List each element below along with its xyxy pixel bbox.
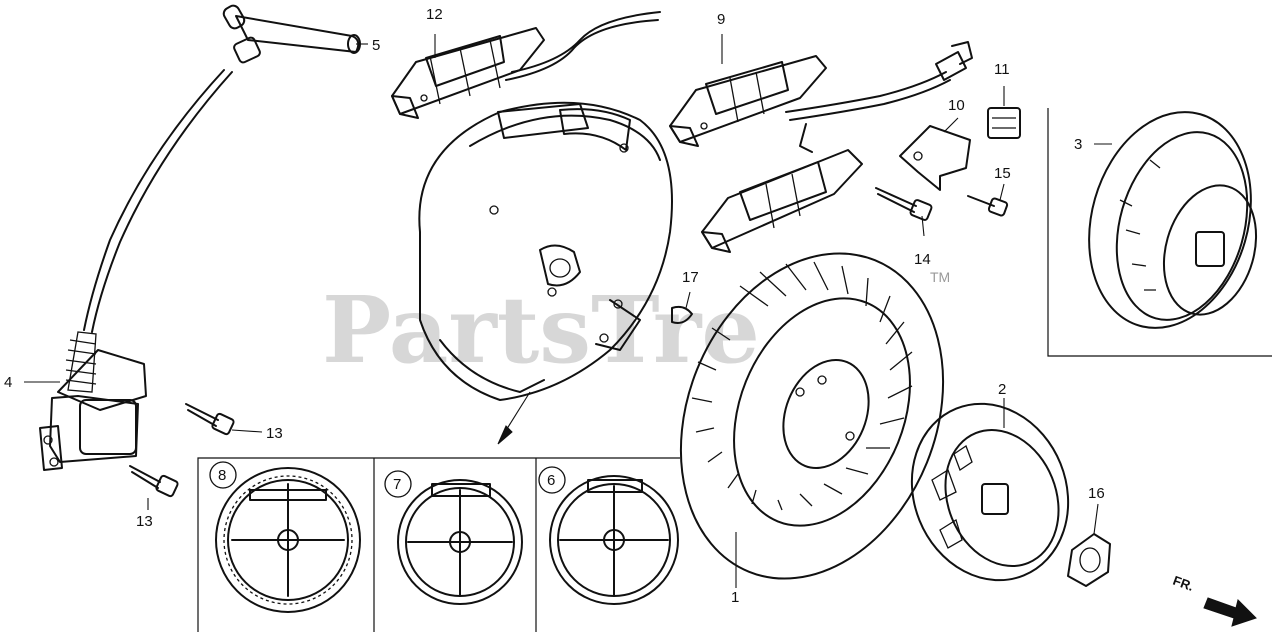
screw-15 (967, 195, 1009, 217)
callout-9: 9 (717, 11, 725, 28)
watermark-text: PartsTre (322, 276, 760, 384)
panel-7-starter-cup (384, 470, 523, 605)
flywheel-nut (1067, 533, 1111, 587)
charge-coil (669, 41, 973, 147)
bolt-14 (875, 187, 933, 221)
front-direction-arrow-icon (1203, 597, 1257, 627)
clip-11 (987, 107, 1021, 139)
callout-11: 11 (994, 61, 1010, 78)
exciter-coil (701, 123, 863, 253)
callout-16: 16 (1088, 485, 1105, 502)
callout-1: 1 (731, 589, 739, 606)
bolt-13-lower (129, 465, 179, 498)
flywheel (679, 252, 945, 580)
callout-12: 12 (426, 6, 443, 23)
woodruff-key (671, 305, 693, 324)
bolt-13-upper (185, 403, 235, 436)
watermark-trademark: TM (930, 269, 950, 285)
callout-3: 3 (1074, 136, 1082, 153)
leader-lines (24, 34, 1112, 588)
callout-13-lower: 13 (136, 513, 153, 530)
pulse-generator (391, 11, 661, 119)
inset-panels (197, 457, 680, 632)
ignition-coil-assembly (39, 69, 233, 471)
inset-starter-cup (1047, 108, 1272, 357)
callout-15: 15 (994, 165, 1011, 182)
callout-17: 17 (682, 269, 699, 286)
callout-2: 2 (998, 381, 1006, 398)
inset-label-8: 8 (218, 467, 226, 484)
panel-8-ring-gear (209, 461, 361, 613)
spark-plug-cap (222, 4, 361, 64)
callout-14: 14 (914, 251, 931, 268)
inset-label-7: 7 (393, 476, 401, 493)
panel-6-starter-cup (538, 466, 679, 605)
stator-plate (418, 101, 673, 445)
starter-pulley (910, 402, 1070, 582)
front-direction-label: FR. (1171, 573, 1196, 594)
callout-10: 10 (948, 97, 965, 114)
inset-label-6: 6 (547, 472, 555, 489)
callout-5: 5 (372, 37, 380, 54)
callout-13-upper: 13 (266, 425, 283, 442)
callouts: 5 12 9 10 11 3 15 14 17 4 13 13 2 16 1 (4, 6, 1105, 606)
front-direction-indicator: FR. (1171, 573, 1257, 627)
bracket-10 (899, 125, 971, 191)
inset-labels: 8 7 6 (218, 467, 555, 493)
callout-4: 4 (4, 374, 12, 391)
